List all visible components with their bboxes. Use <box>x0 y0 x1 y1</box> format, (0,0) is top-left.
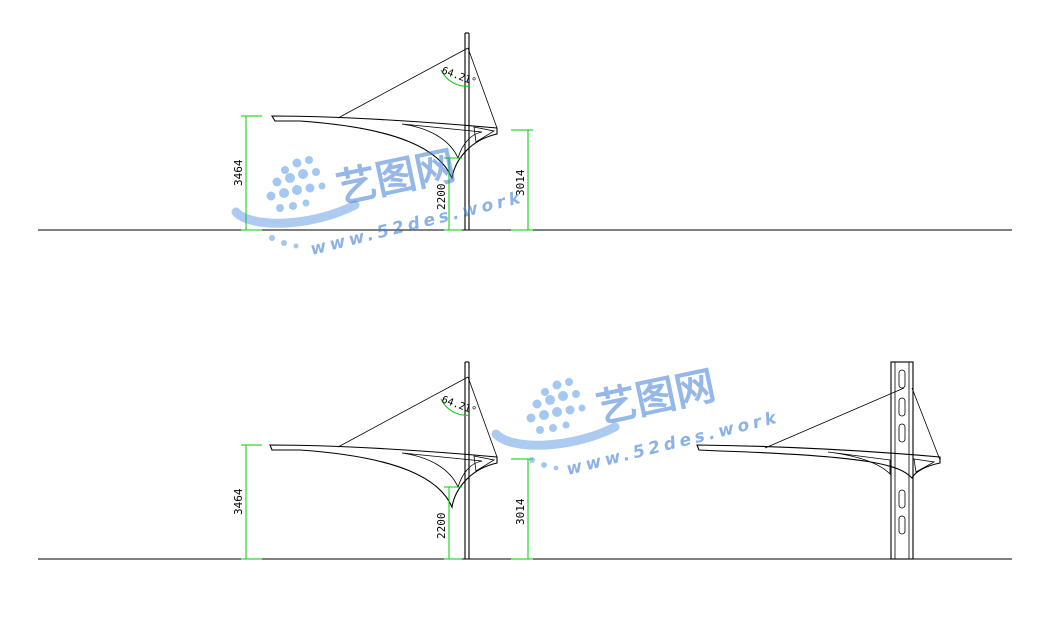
dimension-left: 3464 <box>232 444 262 560</box>
dimension-right: 3014 <box>511 129 533 231</box>
dimension-label-center: 2200 <box>435 184 448 211</box>
mast <box>464 361 470 559</box>
dimension-left: 3464 <box>232 115 262 231</box>
lower-elevation-view: 64.21° 3464 2200 3014 <box>38 361 1012 560</box>
dimension-center: 2200 <box>435 486 462 560</box>
dimension-label-left: 3464 <box>232 159 245 186</box>
watermark-lower: 艺图网 www.52des.work <box>491 363 782 480</box>
mast <box>464 32 470 230</box>
dimension-center: 2200 <box>435 157 462 231</box>
watermark-globe-icon <box>231 156 360 249</box>
cable-stay <box>337 47 498 129</box>
cable-stay <box>337 376 498 458</box>
watermark-globe-icon <box>491 378 620 471</box>
watermark-upper: 艺图网 www.52des.work <box>231 143 526 260</box>
dimension-label-right: 3014 <box>514 169 527 196</box>
dimension-label-left: 3464 <box>232 488 245 515</box>
watermark-cn-text: 艺图网 <box>593 363 720 433</box>
angle-indicator: 64.21° <box>440 394 478 417</box>
dimension-right: 3014 <box>511 458 533 560</box>
side-view-canopy <box>696 361 941 560</box>
lattice-column <box>890 361 914 560</box>
angle-indicator: 64.21° <box>440 65 478 88</box>
dimension-label-right: 3014 <box>514 498 527 525</box>
watermark-url-text: www.52des.work <box>564 407 782 480</box>
upper-elevation-view: 64.21° 3464 2200 3014 <box>38 32 1012 231</box>
dimension-label-center: 2200 <box>435 513 448 540</box>
cantilever-arm <box>269 444 498 509</box>
